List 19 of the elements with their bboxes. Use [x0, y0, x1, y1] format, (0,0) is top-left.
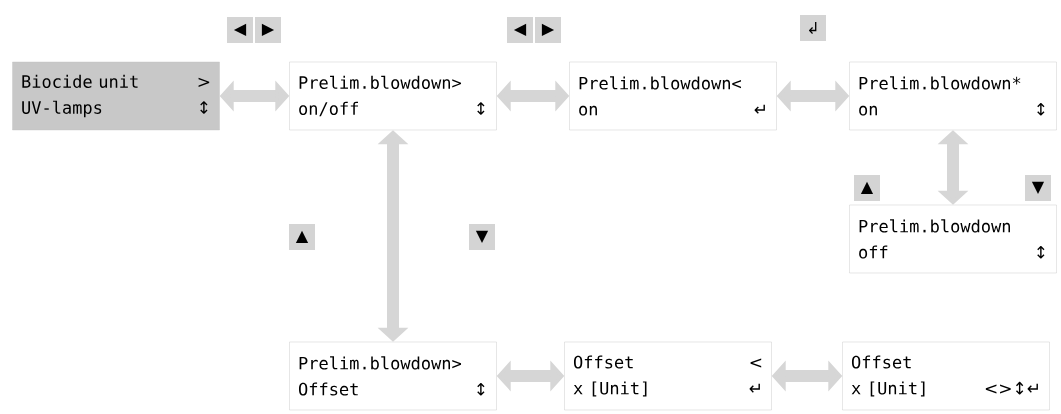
key-button: ↲ — [800, 15, 826, 41]
display-box: Biocide unit > UV-lamps ↕ — [12, 61, 220, 131]
key-button: ▼ — [469, 224, 495, 250]
key-button: ▲ — [854, 175, 880, 201]
display-box: Prelim.blowdown> on/off ↕ — [289, 61, 497, 131]
display-box: Offset x [Unit] <>↕↵ — [842, 341, 1050, 411]
key-button: ▶ — [255, 17, 281, 43]
key-button: ▲ — [289, 224, 315, 250]
double-arrow — [937, 130, 969, 205]
key-button: ▶ — [535, 17, 561, 43]
key-button: ◀ — [227, 17, 253, 43]
display-box: Prelim.blowdown off ↕ — [849, 204, 1057, 274]
key-button: ◀ — [507, 17, 533, 43]
display-box: Prelim.blowdown< on ↵ — [569, 61, 777, 131]
key-button: ▼ — [1025, 175, 1051, 201]
display-box: Prelim.blowdown> Offset ↕ — [289, 341, 497, 411]
display-box: Prelim.blowdown* on ↕ — [849, 61, 1057, 131]
double-arrow — [377, 130, 409, 342]
display-box: Offset < x [Unit] ↵ — [564, 341, 772, 411]
